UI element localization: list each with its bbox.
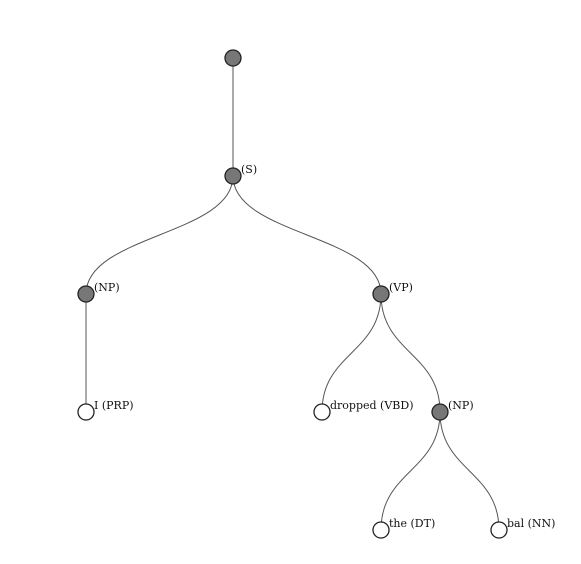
tree-node-root xyxy=(224,49,242,67)
node-label-s: (S) xyxy=(241,163,257,176)
tree-edge-np2-the xyxy=(380,411,441,531)
tree-node-vp: (VP) xyxy=(372,281,413,303)
tree-edge-vp-np2 xyxy=(380,293,441,413)
node-label-np2: (NP) xyxy=(448,399,474,412)
node-label-vp: (VP) xyxy=(389,281,413,294)
internal-node-circle-s xyxy=(224,167,242,185)
tree-edge-np2-bal xyxy=(439,411,500,531)
internal-node-circle-np1 xyxy=(77,285,95,303)
leaf-node-circle-bal xyxy=(490,521,508,539)
tree-node-bal: bal (NN) xyxy=(490,517,555,539)
tree-node-the: the (DT) xyxy=(372,517,435,539)
leaf-node-circle-the xyxy=(372,521,390,539)
node-label-i: I (PRP) xyxy=(94,399,134,412)
tree-edge-s-vp xyxy=(232,175,382,295)
tree-node-s: (S) xyxy=(224,163,257,185)
tree-node-dropped: dropped (VBD) xyxy=(313,399,413,421)
tree-edge-s-np1 xyxy=(85,175,234,295)
leaf-node-circle-i xyxy=(77,403,95,421)
internal-node-circle-root xyxy=(224,49,242,67)
node-label-bal: bal (NN) xyxy=(507,517,555,530)
tree-edge-vp-dropped xyxy=(321,293,382,413)
node-label-np1: (NP) xyxy=(94,281,120,294)
tree-node-i: I (PRP) xyxy=(77,399,134,421)
tree-edges xyxy=(85,58,500,531)
internal-node-circle-vp xyxy=(372,285,390,303)
tree-node-np1: (NP) xyxy=(77,281,120,303)
node-label-the: the (DT) xyxy=(389,517,435,530)
internal-node-circle-np2 xyxy=(431,403,449,421)
leaf-node-circle-dropped xyxy=(313,403,331,421)
node-label-dropped: dropped (VBD) xyxy=(330,399,413,412)
tree-node-np2: (NP) xyxy=(431,399,474,421)
tree-nodes: (S) (NP) (VP) I (PRP) dropped (VBD) (NP) the (… xyxy=(77,49,555,539)
